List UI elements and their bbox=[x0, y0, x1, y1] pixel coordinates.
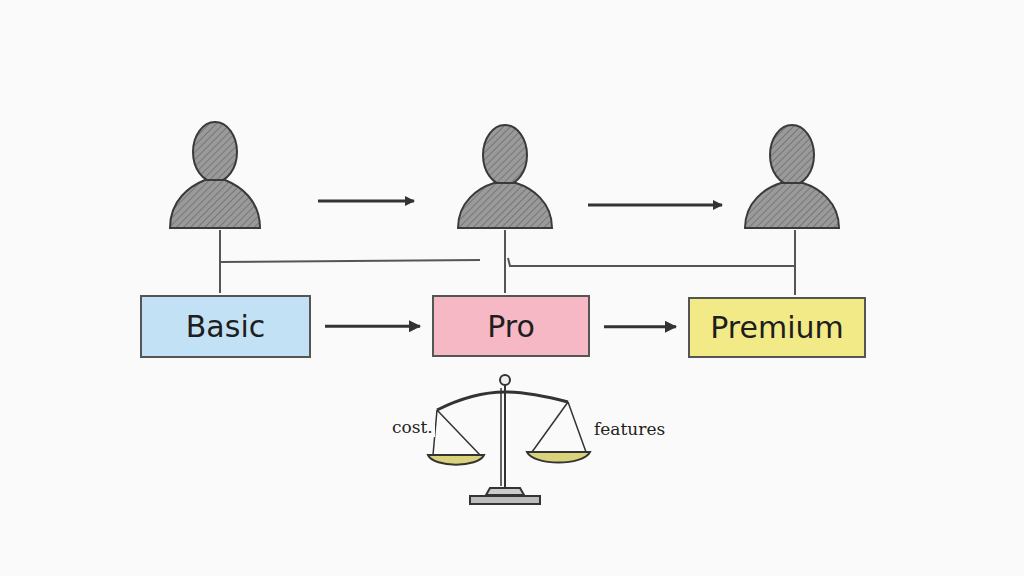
tier-name: Premium bbox=[710, 311, 844, 344]
person-arrow bbox=[318, 200, 414, 203]
tier-name: Pro bbox=[487, 310, 535, 343]
person-arrow bbox=[588, 204, 722, 207]
balance-scale bbox=[428, 375, 590, 504]
bracket-lines bbox=[220, 230, 795, 295]
tier-box: Premium bbox=[688, 297, 866, 358]
tier-name: Basic bbox=[186, 310, 265, 343]
scale-label: cost. bbox=[390, 417, 435, 437]
scale-label: features bbox=[592, 419, 667, 439]
tier-arrow bbox=[325, 325, 420, 328]
person-icon bbox=[170, 122, 260, 228]
tier-box: Basic bbox=[140, 295, 311, 358]
person-icon bbox=[745, 125, 839, 228]
person-icon bbox=[458, 125, 552, 228]
tier-box: Pro bbox=[432, 295, 590, 357]
tier-arrow bbox=[604, 325, 676, 328]
